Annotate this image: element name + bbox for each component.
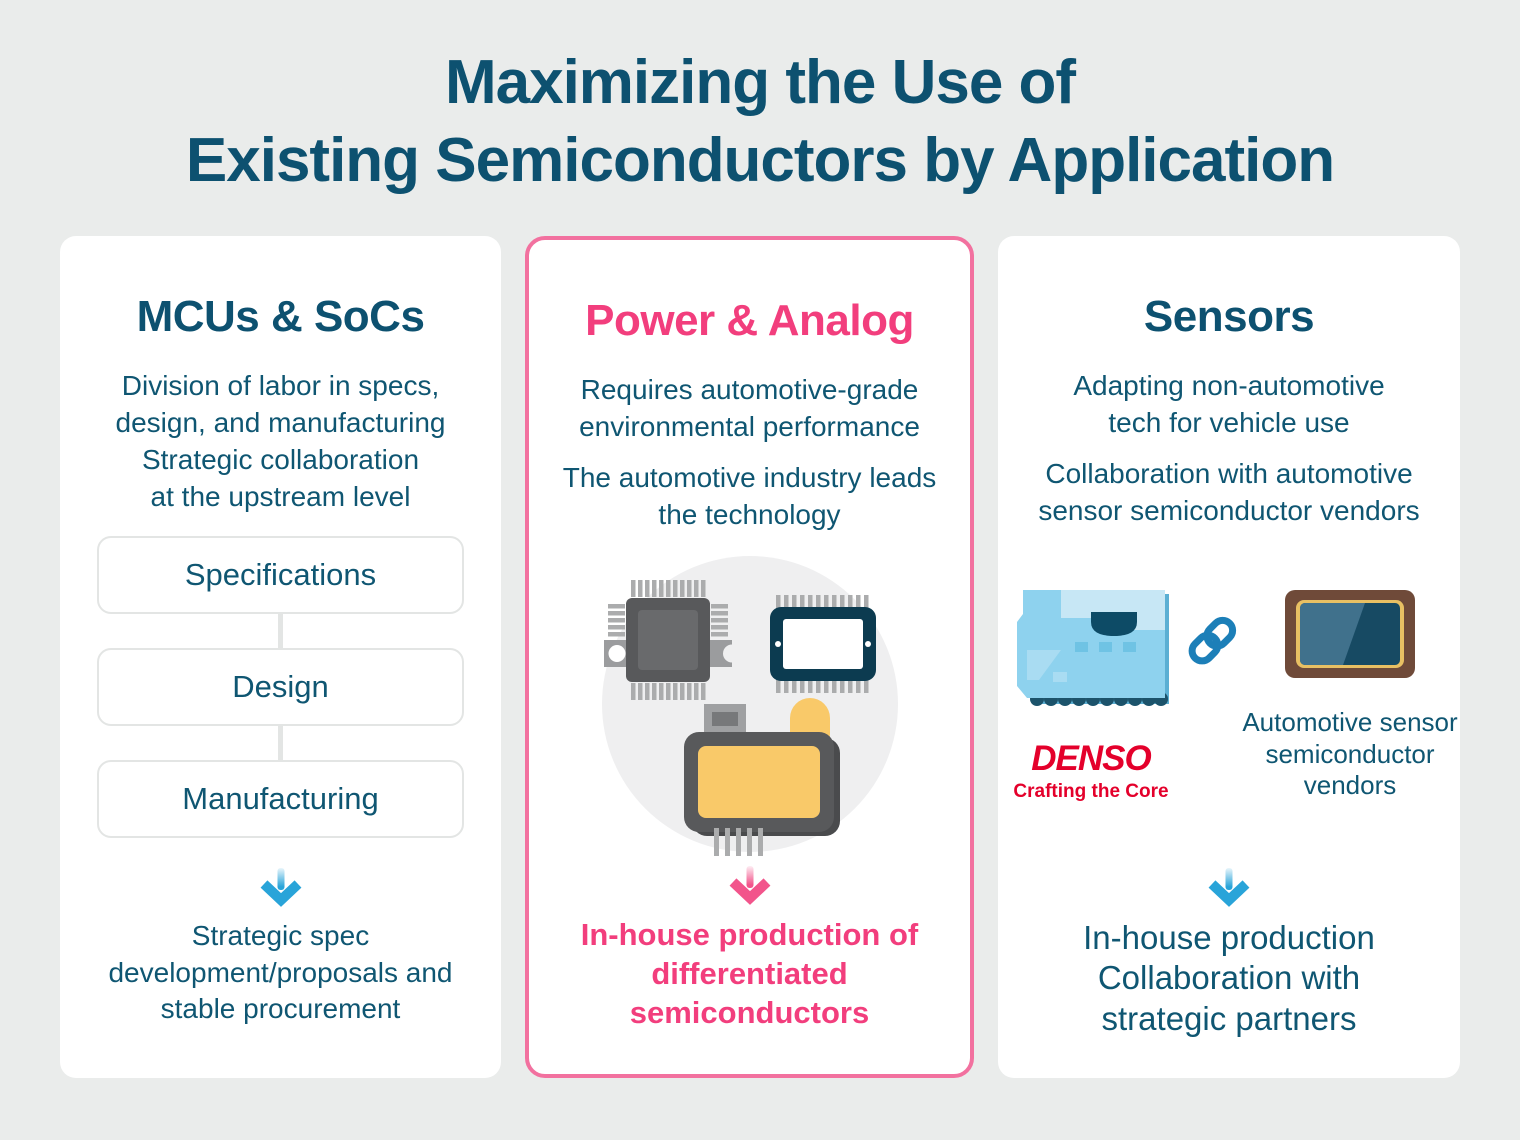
flow-connector: [278, 726, 283, 761]
sensors-result-block: In-house production Collaboration with s…: [998, 868, 1460, 1039]
mcu-flow-diagram: Specifications Design Manufacturing: [97, 536, 464, 839]
power-result-block: In-house production of differentiated se…: [529, 866, 970, 1032]
sensor-collaboration-illustration: DENSO Crafting the Core: [998, 582, 1460, 803]
mcu-description-1: Division of labor in specs, design, and …: [115, 370, 446, 439]
card-mcus-socs: MCUs & SoCs Division of labor in specs, …: [60, 236, 501, 1079]
sensors-description-2: Collaboration with automotive sensor sem…: [1038, 458, 1420, 527]
card-heading-power-analog: Power & Analog: [585, 296, 914, 346]
card-heading-sensors: Sensors: [1143, 292, 1315, 342]
flow-connector: [278, 614, 283, 649]
card-heading-mcus-socs: MCUs & SoCs: [136, 292, 425, 342]
display-chip-wrap: [1240, 590, 1460, 683]
ecu-module-icon: [1017, 590, 1169, 707]
qfp-chip-icon: [603, 580, 732, 701]
power-outcome-text: In-house production of differentiated se…: [580, 917, 919, 1030]
page-title: Maximizing the Use of Existing Semicondu…: [0, 0, 1520, 200]
flow-step-design: Design: [97, 648, 464, 727]
page-title-line-2: Existing Semiconductors by Application: [185, 126, 1335, 196]
mcu-result-block: Strategic spec development/proposals and…: [60, 868, 501, 1027]
semiconductor-illustration: [601, 556, 898, 857]
power-description-1: Requires automotive-grade environmental …: [579, 374, 920, 443]
page-title-line-1: Maximizing the Use of: [444, 48, 1076, 117]
application-cards: MCUs & SoCs Division of labor in specs, …: [0, 236, 1520, 1079]
down-arrow-icon: [260, 868, 301, 908]
denso-column: DENSO Crafting the Core: [998, 582, 1184, 803]
card-sensors: Sensors Adapting non-automotive tech for…: [998, 236, 1460, 1079]
display-chip-icon: [1285, 590, 1415, 679]
down-arrow-icon: [729, 866, 770, 906]
flow-step-specifications: Specifications: [97, 536, 464, 615]
flow-step-label: Design: [232, 669, 329, 705]
vendor-label: Automotive sensor semiconductor vendors: [1242, 707, 1458, 801]
sensors-outcome-text: In-house production Collaboration with s…: [1083, 919, 1375, 1037]
denso-logo-text: DENSO: [1031, 739, 1151, 779]
vendor-column: Automotive sensor semiconductor vendors: [1240, 582, 1460, 802]
chain-link-icon: [1188, 616, 1237, 665]
denso-logo: DENSO Crafting the Core: [998, 739, 1184, 803]
mcu-outcome-text: Strategic spec development/proposals and…: [108, 920, 453, 1024]
soic-chip-icon: [769, 595, 876, 694]
mcu-description-2: Strategic collaboration at the upstream …: [141, 444, 420, 513]
card-power-analog: Power & Analog Requires automotive-grade…: [525, 236, 974, 1079]
flow-step-label: Manufacturing: [182, 781, 379, 817]
power-module-icon: [683, 698, 840, 857]
flow-step-label: Specifications: [184, 557, 377, 593]
flow-step-manufacturing: Manufacturing: [97, 760, 464, 839]
chain-link-wrap: [1184, 582, 1240, 673]
power-description-2: The automotive industry leads the techno…: [562, 462, 937, 531]
denso-tagline: Crafting the Core: [1013, 781, 1169, 803]
down-arrow-icon: [1208, 868, 1250, 908]
sensors-description-1: Adapting non-automotive tech for vehicle…: [1073, 370, 1385, 439]
